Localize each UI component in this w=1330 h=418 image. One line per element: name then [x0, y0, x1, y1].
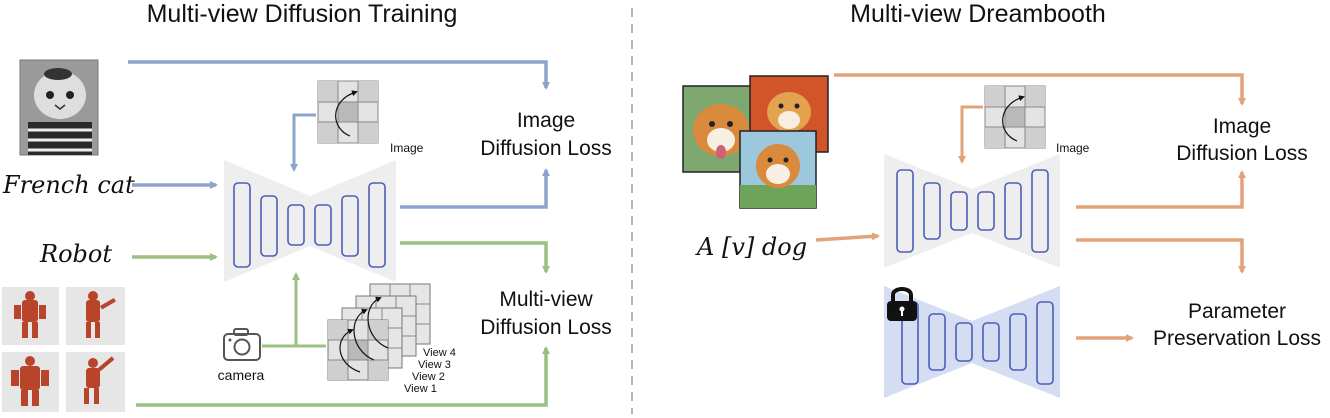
image-grid-left	[317, 80, 379, 144]
view-label-1: View 1	[404, 383, 437, 395]
camera-label: camera	[218, 367, 265, 383]
image-loss-label-left-2: Diffusion Loss	[480, 137, 612, 160]
view-label-4: View 4	[423, 347, 456, 359]
multiview-grid-stack	[327, 283, 431, 381]
cat-image-arrow	[128, 60, 550, 90]
lock-icon	[887, 287, 917, 321]
dog-image-arrow	[834, 73, 1246, 106]
view-label-2: View 2	[412, 371, 445, 383]
prompt-dog: A [v] dog	[695, 233, 807, 261]
right-panel-title: Multi-view Dreambooth	[850, 0, 1106, 28]
unet-right	[884, 154, 1060, 268]
grid-to-unet-arrow-right	[958, 105, 983, 164]
unet-to-preservation-arrow	[1076, 238, 1246, 274]
image-loss-label-right-2: Diffusion Loss	[1176, 142, 1308, 165]
image-tag-right: Image	[1056, 141, 1090, 155]
dog-photo	[682, 75, 829, 209]
image-grid-right	[984, 85, 1046, 149]
unet-to-multiview-loss-arrow	[400, 241, 550, 274]
multiview-loss-label-1: Multi-view	[499, 288, 593, 311]
image-loss-label-right-1: Image	[1213, 115, 1271, 138]
multiview-loss-label-2: Diffusion Loss	[480, 316, 612, 339]
unet-to-image-loss-arrow	[400, 168, 550, 209]
camera-icon	[223, 328, 261, 361]
image-loss-label-left-1: Image	[517, 109, 575, 132]
cat-photo	[19, 59, 99, 156]
unet-to-image-loss-arrow-right	[1076, 170, 1246, 209]
camera-to-unet-arrow	[262, 272, 300, 348]
dog-prompt-arrow	[815, 232, 880, 242]
preservation-loss-label-1: Parameter	[1188, 300, 1286, 323]
unet-frozen	[884, 286, 1060, 398]
left-panel-title: Multi-view Diffusion Training	[147, 0, 458, 28]
preservation-loss-label-2: Preservation Loss	[1153, 327, 1321, 350]
prompt-robot: Robot	[39, 240, 112, 268]
image-tag-left: Image	[390, 141, 424, 155]
view-label-3: View 3	[418, 359, 451, 371]
unet-left	[224, 160, 396, 282]
robot-images-arrow	[136, 346, 550, 407]
grid-to-unet-arrow-left	[290, 113, 316, 172]
robot-photo	[2, 287, 125, 412]
prompt-french-cat: French cat	[2, 171, 135, 199]
